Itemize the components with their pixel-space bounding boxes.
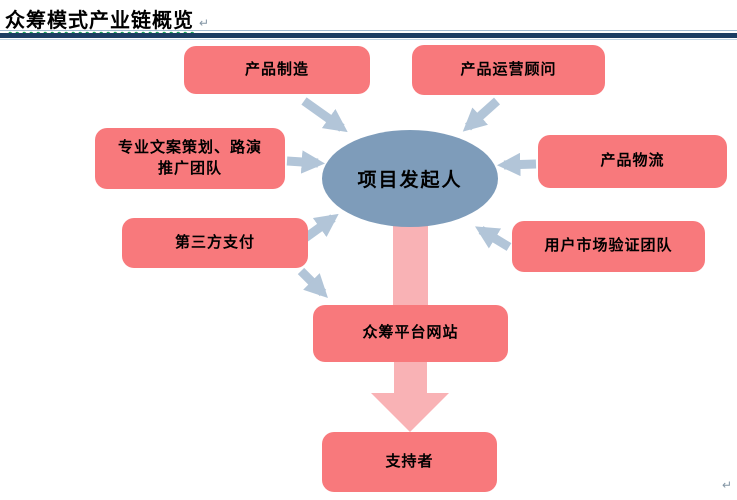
node-product-manufacturing[interactable]: 产品制造	[184, 46, 370, 94]
flow-shaft-platform-to-supporters	[394, 358, 427, 398]
page-title: 众筹模式产业链概览	[5, 10, 194, 32]
heading-rule-thick	[0, 33, 737, 38]
heading-rule-thin-bottom	[0, 39, 737, 40]
paragraph-mark-bottom-icon: ↵	[722, 478, 733, 492]
arrow-manufacturing-to-initiator	[301, 97, 348, 133]
arrow-logistics-to-initiator	[496, 152, 537, 177]
heading-rule-thin-top	[0, 30, 737, 31]
node-third-party-payment[interactable]: 第三方支付	[122, 218, 308, 268]
arrow-consultant-to-initiator	[462, 97, 501, 132]
heading-row: 众筹模式产业链概览 ↵	[5, 4, 209, 33]
arrow-payment-to-platform	[297, 267, 328, 298]
arrow-validation-to-initiator	[474, 226, 512, 251]
node-crowdfunding-platform-site[interactable]: 众筹平台网站	[313, 305, 508, 362]
node-supporters[interactable]: 支持者	[322, 432, 497, 492]
arrow-copywriting-to-initiator	[286, 150, 326, 174]
paragraph-mark-icon: ↵	[199, 16, 210, 30]
node-product-logistics[interactable]: 产品物流	[538, 135, 727, 188]
node-product-operation-consultant[interactable]: 产品运营顾问	[412, 45, 605, 95]
node-user-market-validation-team[interactable]: 用户市场验证团队	[512, 221, 705, 272]
node-project-initiator[interactable]: 项目发起人	[322, 130, 498, 227]
flow-arrowhead-supporters	[371, 393, 449, 432]
node-copywriting-roadshow-team[interactable]: 专业文案策划、路演 推广团队	[95, 128, 285, 189]
